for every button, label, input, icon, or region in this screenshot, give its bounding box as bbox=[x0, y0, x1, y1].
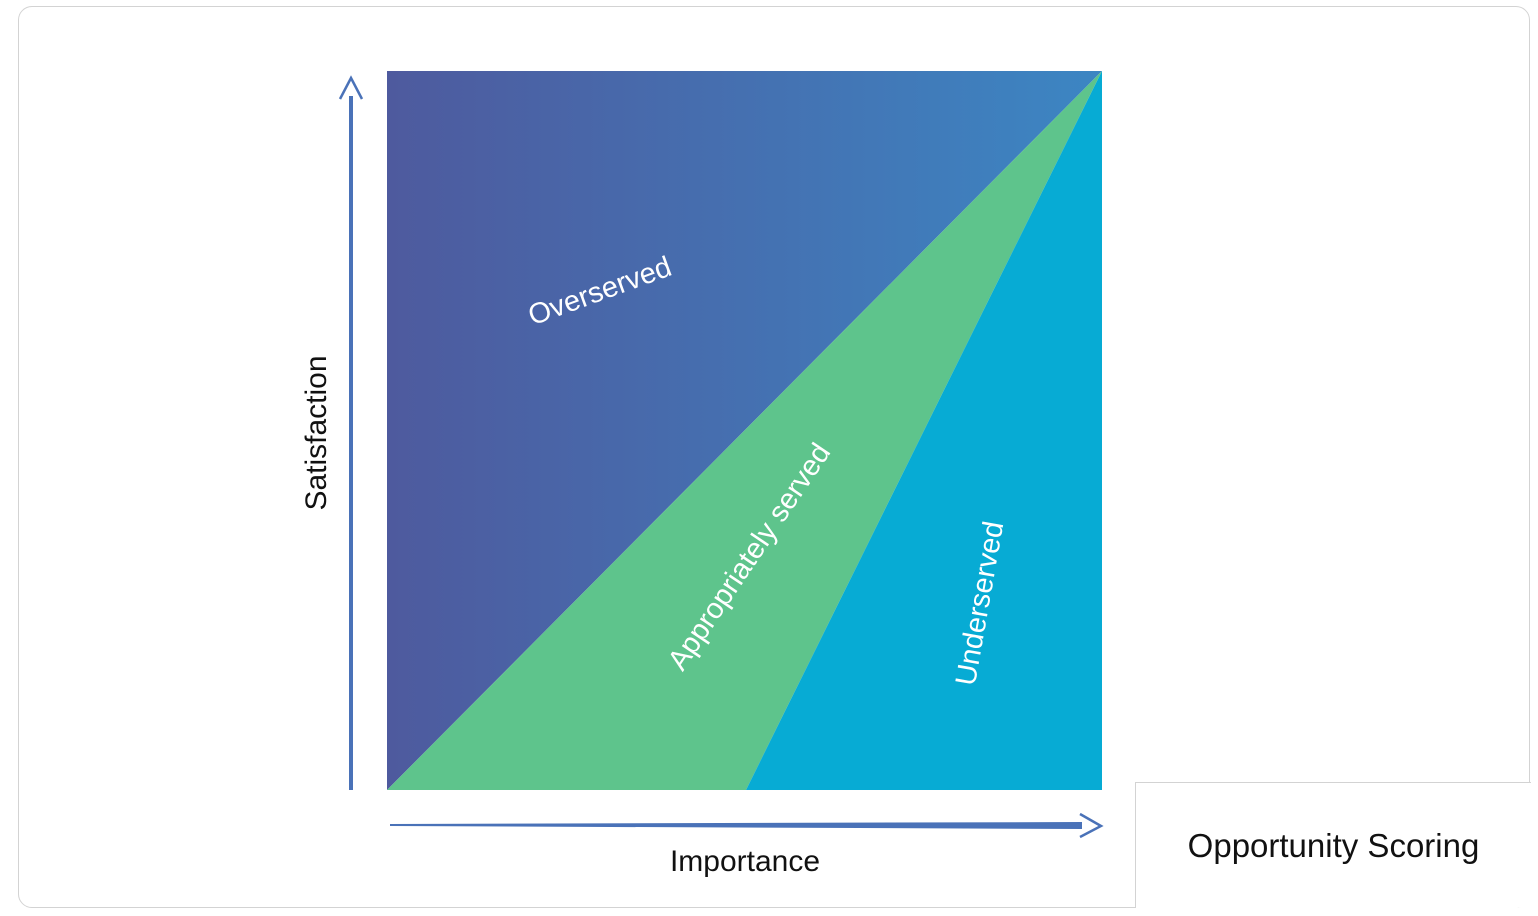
x-axis-arrow bbox=[390, 812, 1104, 839]
x-axis-label: Importance bbox=[670, 845, 820, 878]
region-appropriately-served bbox=[387, 71, 1102, 790]
y-axis-arrow bbox=[338, 75, 364, 790]
caption-title: Opportunity Scoring bbox=[1187, 826, 1480, 864]
y-axis-label: Satisfaction bbox=[300, 355, 333, 510]
caption-box: Opportunity Scoring bbox=[1135, 782, 1531, 908]
region-underserved bbox=[746, 71, 1102, 790]
